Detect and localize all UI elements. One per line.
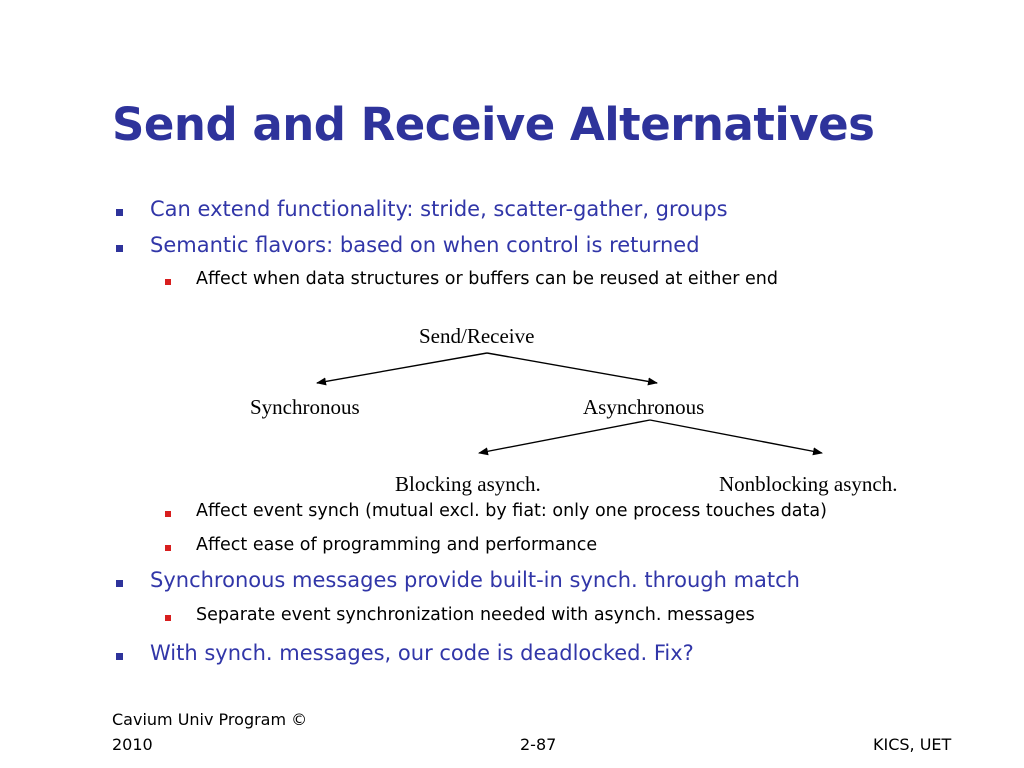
footer-page-number: 2-87 [520,735,557,754]
diagram-node-send-receive: Send/Receive [419,324,535,348]
sub-bullet-marker [165,545,171,551]
bullet-marker [116,653,123,660]
sub-bullet-ease-of-programming: Affect ease of programming and performan… [196,535,598,555]
bullet-marker [116,209,123,216]
edge-async-nonblocking [649,419,823,456]
sub-bullet-marker [165,511,171,517]
footer-year: 2010 [112,735,153,754]
bullet-functionality: Can extend functionality: stride, scatte… [150,197,728,221]
footer-organization: KICS, UET [873,735,952,754]
sub-bullet-marker [165,615,171,621]
bullet-semantic-flavors: Semantic flavors: based on when control … [150,233,700,257]
diagram-node-asynchronous: Asynchronous [583,395,705,419]
edge-root-asynchronous [486,352,658,386]
diagram-node-synchronous: Synchronous [250,395,360,419]
diagram-node-blocking-asynch: Blocking asynch. [395,472,541,496]
sub-bullet-marker [165,279,171,285]
footer-copyright: Cavium Univ Program © [112,710,308,729]
bullet-deadlocked: With synch. messages, our code is deadlo… [150,641,694,665]
slide-title: Send and Receive Alternatives [112,98,875,151]
sub-bullet-event-synch: Affect event synch (mutual excl. by fiat… [196,501,827,521]
edge-async-blocking [478,419,651,456]
bullet-marker [116,245,123,252]
bullet-synchronous-messages: Synchronous messages provide built-in sy… [150,568,800,592]
diagram-node-nonblocking-asynch: Nonblocking asynch. [719,472,898,496]
bullet-marker [116,580,123,587]
edge-root-synchronous [316,352,488,386]
sub-bullet-buffers-reuse: Affect when data structures or buffers c… [196,269,778,289]
sub-bullet-event-synchronization: Separate event synchronization needed wi… [196,605,755,625]
